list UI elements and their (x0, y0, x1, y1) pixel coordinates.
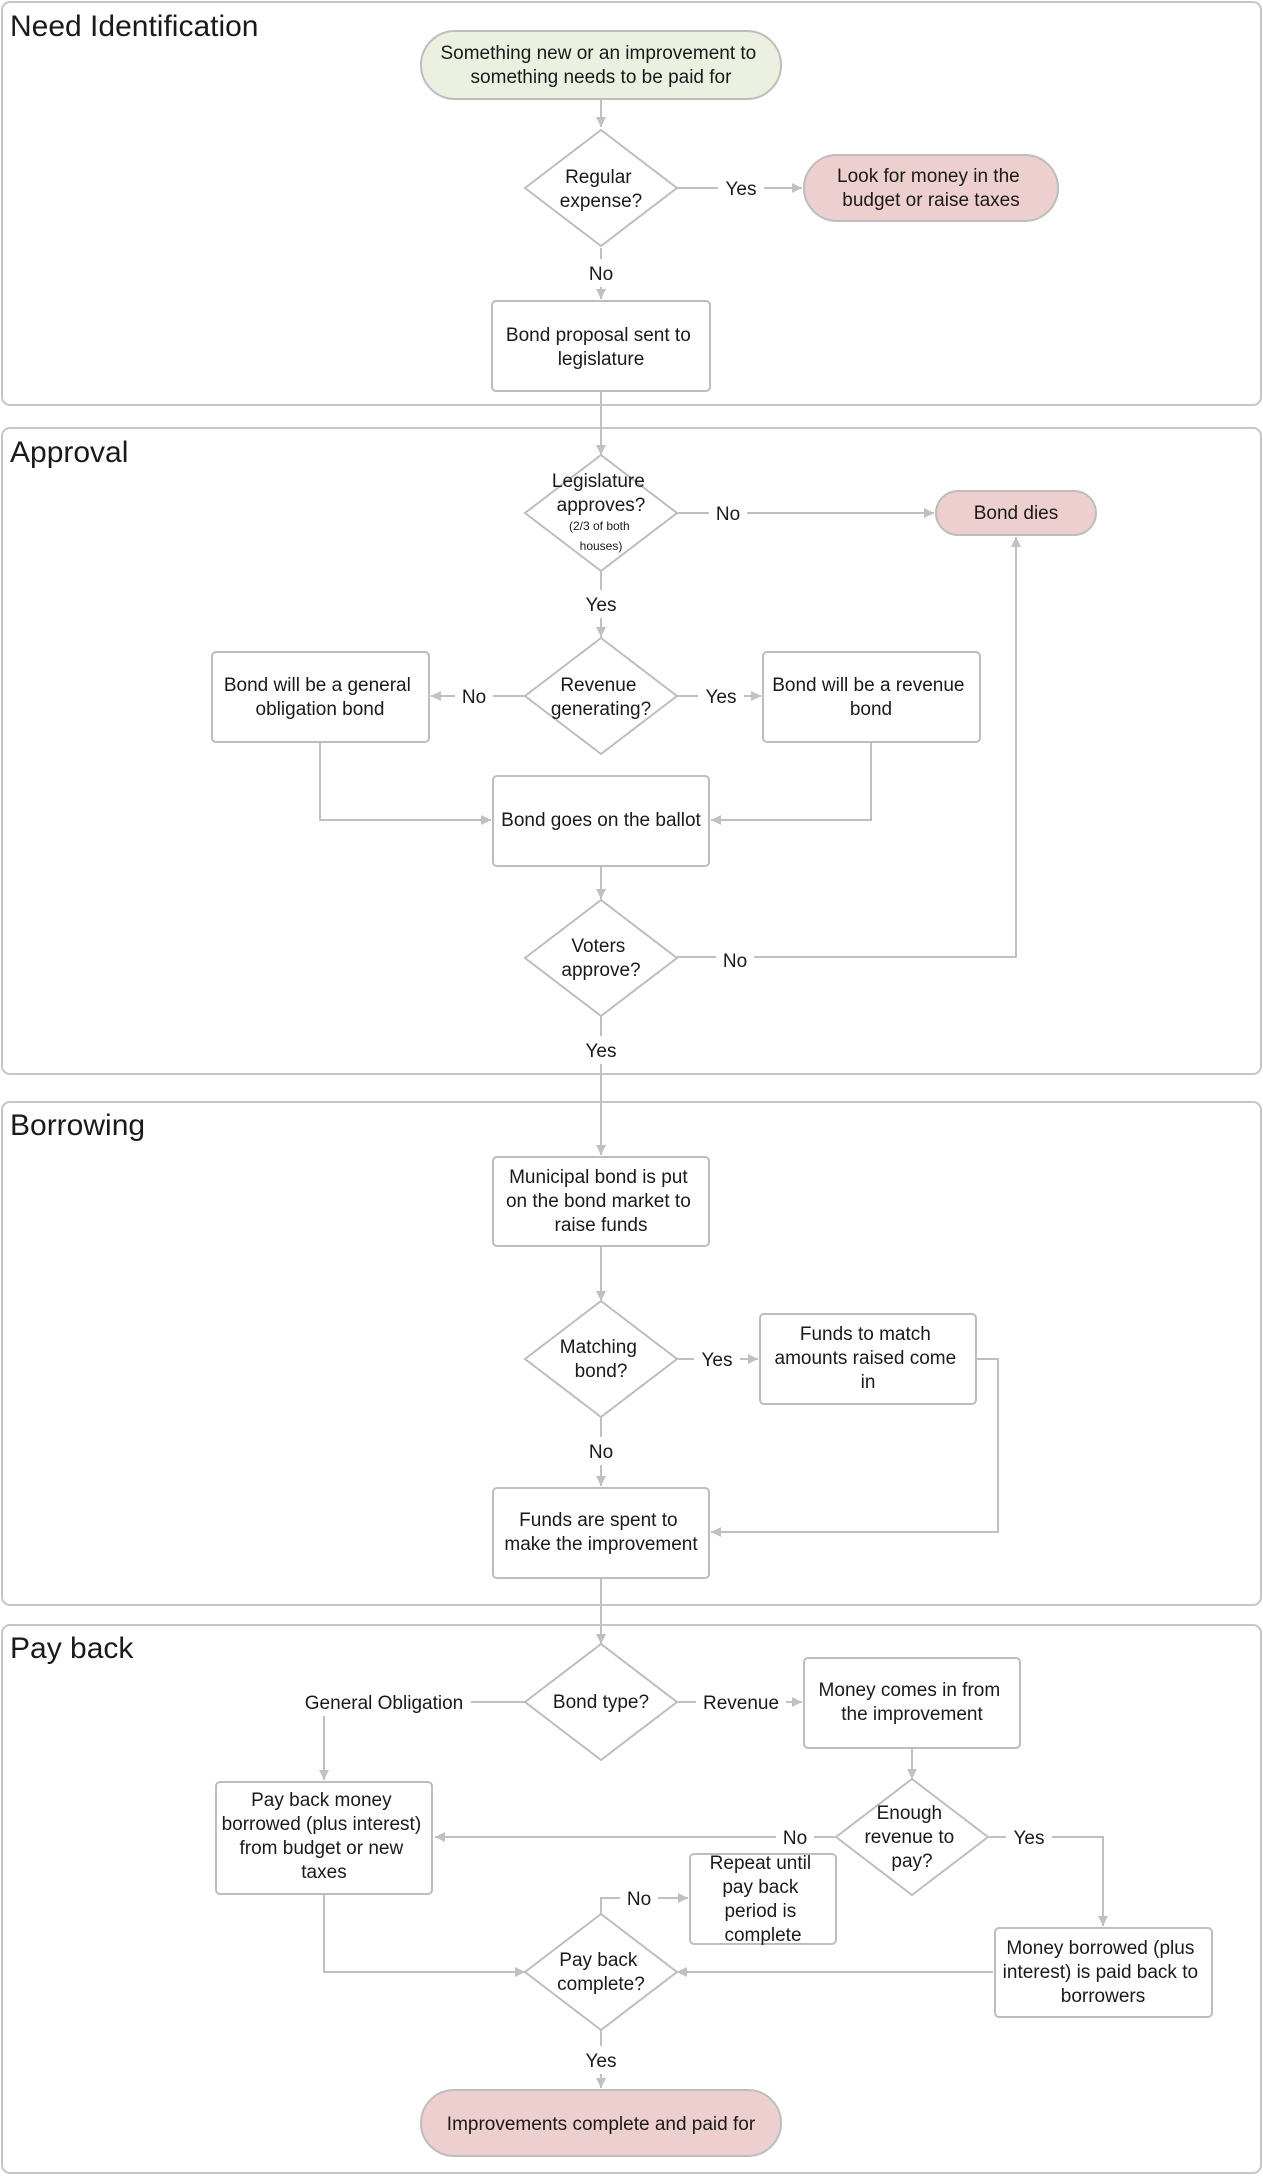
node-matching-bond: Matching bond? (523, 1299, 679, 1419)
node-enough-revenue: Enough revenue to pay? (834, 1777, 990, 1897)
node-repeat-label: Repeat until pay back period is complete (710, 1853, 817, 1946)
node-bond-ballot-label: Bond goes on the ballot (501, 810, 701, 831)
node-pay-back-budget: Pay back money borrowed (plus interest) … (215, 1781, 433, 1895)
node-bond-type: Bond type? (523, 1642, 679, 1762)
node-end-label: Improvements complete and paid for (447, 2114, 756, 2135)
node-revenue-bond: Bond will be a revenue bond (762, 651, 981, 743)
lane-approval-frame (1, 427, 1262, 1075)
node-pay-back-complete: Pay back complete? (523, 1912, 679, 2032)
node-revenue-generating-label: Revenue generating? (551, 675, 651, 720)
label-revenue-no: No (462, 687, 486, 708)
lane-pay-back-title: Pay back (10, 1632, 134, 1665)
node-bond-type-label: Bond type? (553, 1692, 649, 1713)
node-regular-expense-label: Regular expense? (560, 167, 642, 212)
node-legislature-approves-label: Legislature approves? (552, 471, 650, 516)
node-matching-bond-label: Matching bond? (560, 1337, 642, 1382)
edge-voters-no (677, 537, 1021, 958)
edge-budget-to-complete (323, 1894, 525, 1977)
node-legislature-approves-note: (2/3 of both houses) (569, 519, 633, 553)
node-funds-match: Funds to match amounts raised come in (759, 1313, 977, 1405)
node-money-borrowed: Money borrowed (plus interest) is paid b… (994, 1927, 1213, 2018)
label-voters-no: No (723, 951, 747, 972)
node-voters-approve-label: Voters approve? (561, 936, 640, 981)
node-funds-spent-label: Funds are spent to make the improvement (504, 1510, 698, 1555)
node-money-comes-in-label: Money comes in from the improvement (819, 1680, 1006, 1725)
node-revenue-bond-label: Bond will be a revenue bond (772, 675, 970, 720)
node-legislature-approves: Legislature approves? (2/3 of both house… (523, 453, 679, 573)
node-look-for-money-label: Look for money in the budget or raise ta… (837, 166, 1025, 211)
connector-labels: Yes No No Yes No Yes No Yes Yes No Gener… (297, 174, 1052, 2074)
label-voters-yes: Yes (586, 1041, 617, 1062)
node-funds-match-label: Funds to match amounts raised come in (775, 1324, 962, 1393)
node-pay-back-complete-label: Pay back complete? (557, 1950, 645, 1995)
node-voters-approve: Voters approve? (523, 898, 679, 1018)
node-general-obligation-bond-label: Bond will be a general obligation bond (224, 675, 416, 720)
edge-complete-no (600, 1893, 688, 1914)
node-bond-ballot: Bond goes on the ballot (492, 775, 710, 867)
lane-approval-title: Approval (10, 436, 128, 469)
lane-approval: Approval (1, 427, 1262, 1075)
node-general-obligation-bond: Bond will be a general obligation bond (211, 651, 430, 743)
label-enough-yes: Yes (1014, 1828, 1045, 1849)
node-bond-proposal-label: Bond proposal sent to legislature (506, 325, 696, 370)
node-money-borrowed-label: Money borrowed (plus interest) is paid b… (1003, 1938, 1204, 2007)
node-revenue-generating: Revenue generating? (523, 636, 679, 756)
node-pay-back-budget-label: Pay back money borrowed (plus interest) … (222, 1790, 427, 1883)
label-matching-no: No (589, 1442, 613, 1463)
node-funds-spent: Funds are spent to make the improvement (492, 1487, 710, 1579)
node-bond-market-label: Municipal bond is put on the bond market… (506, 1167, 696, 1236)
label-type-general: General Obligation (305, 1693, 463, 1714)
label-type-revenue: Revenue (703, 1693, 779, 1714)
label-legislature-yes: Yes (586, 595, 617, 616)
node-money-comes-in: Money comes in from the improvement (803, 1657, 1021, 1749)
lane-borrowing-title: Borrowing (10, 1109, 145, 1142)
node-look-for-money: Look for money in the budget or raise ta… (803, 154, 1059, 222)
node-bond-dies-label: Bond dies (974, 503, 1059, 524)
label-matching-yes: Yes (702, 1350, 733, 1371)
lane-need-identification-title: Need Identification (10, 10, 259, 43)
label-legislature-no: No (716, 504, 740, 525)
node-start: Something new or an improvement to somet… (420, 30, 782, 100)
label-complete-yes: Yes (586, 2051, 617, 2072)
edge-revenue-bond-to-ballot (711, 742, 872, 825)
node-end: Improvements complete and paid for (420, 2089, 782, 2157)
node-start-label: Something new or an improvement to somet… (440, 43, 761, 88)
label-revenue-yes: Yes (706, 687, 737, 708)
node-bond-dies: Bond dies (935, 490, 1097, 536)
edge-general-to-ballot (319, 742, 491, 825)
label-regular-yes: Yes (726, 179, 757, 200)
node-enough-revenue-label: Enough revenue to pay? (864, 1803, 959, 1872)
node-bond-market: Municipal bond is put on the bond market… (492, 1156, 710, 1247)
label-regular-no: No (589, 264, 613, 285)
edge-funds-match-to-spent (711, 1358, 999, 1537)
flow-nodes: Something new or an improvement to somet… (211, 30, 1213, 2157)
node-regular-expense: Regular expense? (523, 128, 679, 248)
label-enough-no: No (783, 1828, 807, 1849)
node-repeat: Repeat until pay back period is complete (689, 1853, 837, 1946)
node-bond-proposal: Bond proposal sent to legislature (491, 300, 711, 392)
label-complete-no: No (627, 1889, 651, 1910)
